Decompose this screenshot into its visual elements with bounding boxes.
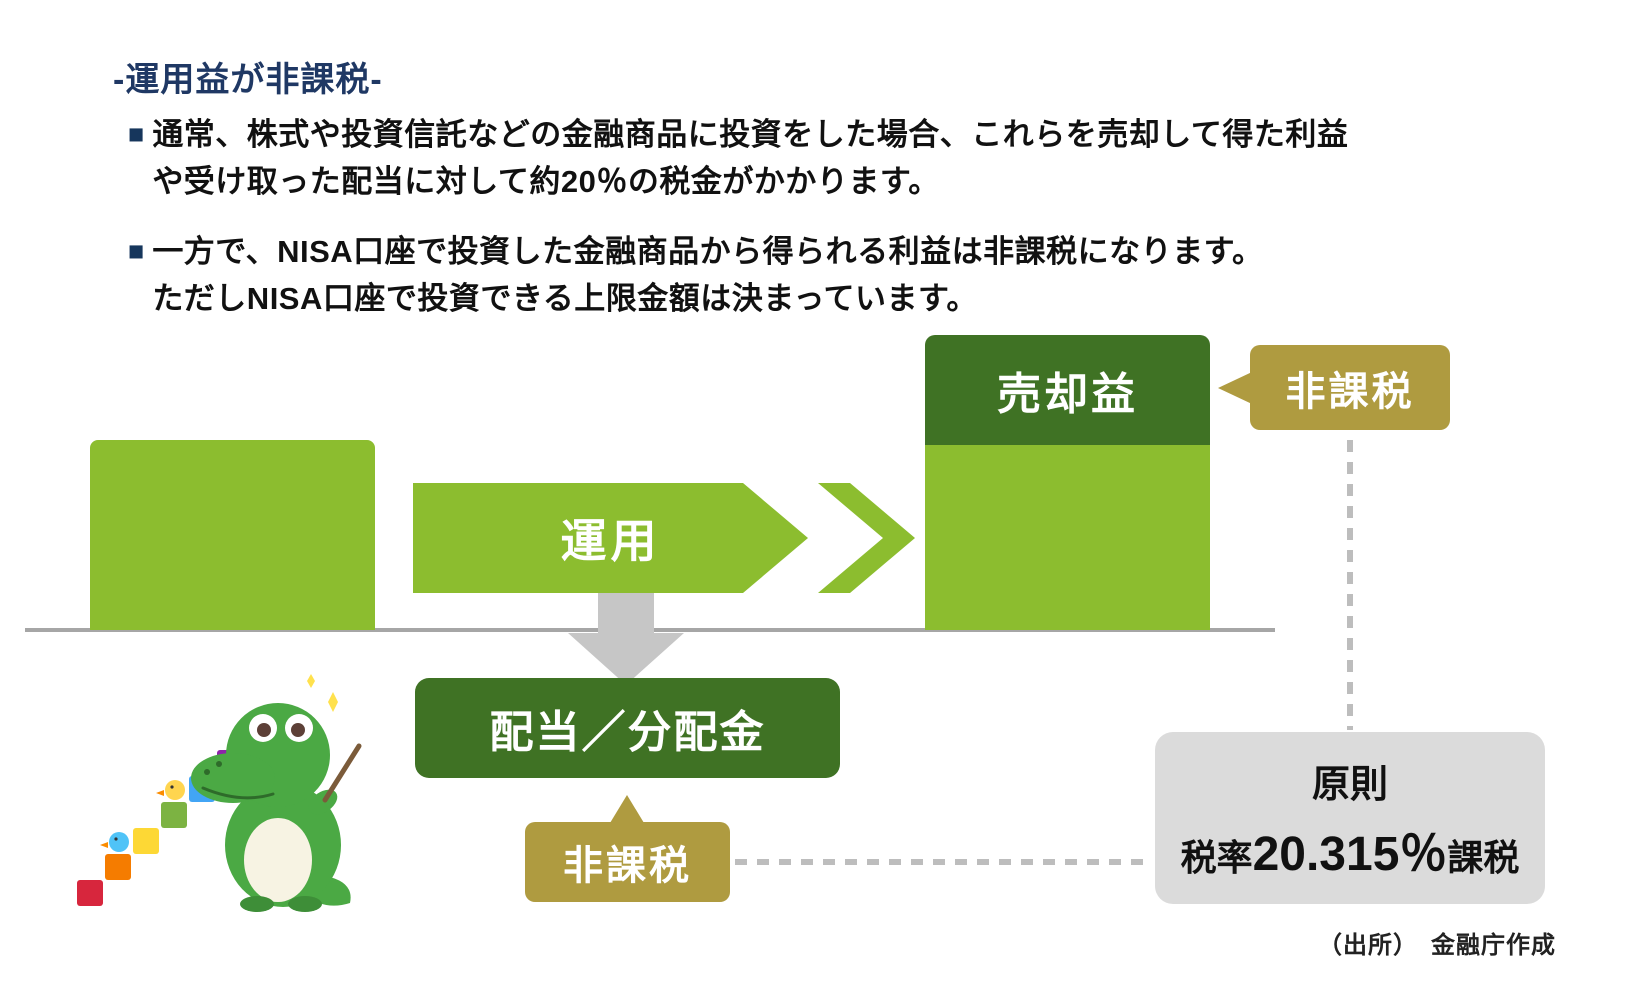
rate-prefix: 税率	[1180, 836, 1253, 878]
rate-value: 20.315％	[1252, 827, 1448, 881]
tax-free-badge-bottom: 非課税	[525, 795, 730, 902]
section-title: -運用益が非課税-	[113, 61, 383, 99]
bullet-text-1: 通常、株式や投資信託などの金融商品に投資をした場合、これらを売却して得た利益 や…	[152, 117, 1349, 199]
principle-line2: 税率 20.315％ 課税	[1181, 814, 1520, 884]
dotted-connector-vertical	[1347, 440, 1353, 730]
bullet-text-2: 一方で、NISA口座で投資した金融商品から得られる利益は非課税になります。 ただ…	[152, 234, 1264, 316]
initial-investment-block	[90, 440, 375, 630]
operation-arrow-icon	[413, 483, 915, 593]
badge-pointer-left-icon	[1218, 371, 1252, 404]
tax-free-badge-top: 非課税	[1218, 345, 1450, 430]
mascot-crocodile-icon	[77, 674, 362, 912]
principle-line1: 原則	[1311, 763, 1388, 806]
tax-free-badge-top-label: 非課税	[1285, 369, 1415, 414]
dividend-box: 配当／分配金	[415, 678, 840, 778]
capital-gain-principal	[925, 445, 1210, 630]
dotted-connector-horizontal	[735, 859, 1153, 865]
badge-pointer-up-icon	[610, 795, 644, 823]
principle-tax-box: 原則 税率 20.315％ 課税	[1155, 732, 1545, 904]
bullet-list: ■ 通常、株式や投資信託などの金融商品に投資をした場合、これらを売却して得た利益…	[128, 112, 1548, 346]
bullet-item-2: ■ 一方で、NISA口座で投資した金融商品から得られる利益は非課税になります。 …	[128, 229, 1548, 322]
capital-gain-label: 売却益	[925, 335, 1210, 445]
tax-free-badge-bottom-label: 非課税	[563, 844, 692, 888]
bullet-square-icon: ■	[128, 236, 145, 266]
bullet-square-icon: ■	[128, 119, 145, 149]
down-arrow-icon	[568, 585, 684, 685]
rate-suffix: 課税	[1447, 836, 1520, 878]
source-attribution: （出所） 金融庁作成	[1318, 932, 1556, 959]
operation-arrow-label: 運用	[560, 515, 661, 567]
bullet-item-1: ■ 通常、株式や投資信託などの金融商品に投資をした場合、これらを売却して得た利益…	[128, 112, 1548, 205]
capital-gain-bar: 売却益	[925, 335, 1210, 630]
